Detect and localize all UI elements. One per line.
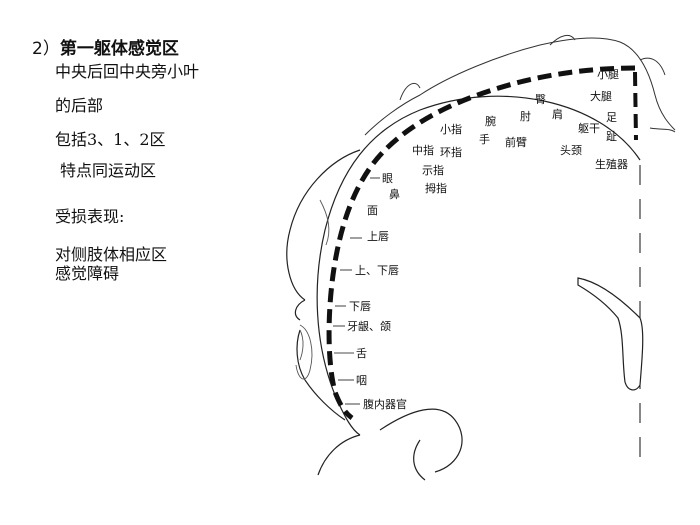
label-xiachun: 下唇 xyxy=(349,300,371,313)
leader-lines xyxy=(333,177,380,405)
label-muzhi: 拇指 xyxy=(425,181,447,195)
damage-line-1: 对侧肢体相应区 xyxy=(55,245,168,264)
label-shengzhiqi: 生殖器 xyxy=(595,157,628,171)
label-toujing: 头颈 xyxy=(560,144,582,157)
text-panel: 2）第一躯体感觉区 中央后回中央旁小叶 的后部 包括3、1、2区 特点同运动区 … xyxy=(0,0,280,525)
location-line-1: 中央后回中央旁小叶 xyxy=(55,62,200,81)
label-mian: 面 xyxy=(367,204,378,217)
label-datui: 大腿 xyxy=(590,89,612,103)
heading-title: 第一躯体感觉区 xyxy=(59,39,179,59)
label-yayinhe: 牙龈、颌 xyxy=(347,319,391,333)
label-she: 舌 xyxy=(356,347,367,360)
feature-line: 特点同运动区 xyxy=(60,161,157,180)
location-line-2: 的后部 xyxy=(55,96,104,115)
label-funeiqiguan: 腹内器官 xyxy=(363,397,407,411)
label-zu: 足 xyxy=(606,111,617,124)
label-shangxiachun: 上、下唇 xyxy=(355,264,399,277)
homunculus-figure xyxy=(364,34,676,136)
label-shizhi: 示指 xyxy=(422,163,444,177)
label-zhou: 肘 xyxy=(520,109,531,123)
homunculus-diagram: 小腿 大腿 足 趾 生殖器 臀 肩 躯干 头颈 肘 前臂 腕 手 小指 环指 中… xyxy=(286,34,676,481)
label-qugan: 躯干 xyxy=(578,122,600,135)
label-yan-throat: 咽 xyxy=(356,374,367,387)
lateral-ventricle xyxy=(577,277,644,391)
label-zhi: 趾 xyxy=(606,129,617,143)
areas-line: 包括3、1、2区 xyxy=(55,130,166,149)
cortical-strip-dashed xyxy=(326,65,636,421)
label-xiaotui: 小腿 xyxy=(597,68,619,81)
temporal-lobe-detail xyxy=(295,199,330,380)
right-stripe xyxy=(633,71,638,141)
label-huanzhi: 环指 xyxy=(440,145,462,159)
label-tun: 臀 xyxy=(535,93,546,106)
label-yan: 眼 xyxy=(382,172,393,185)
damage-line-2: 感觉障碍 xyxy=(55,264,120,283)
heading-number: 2） xyxy=(32,39,60,59)
label-shou: 手 xyxy=(479,132,490,146)
label-jian: 肩 xyxy=(552,107,563,121)
section-heading: 2）第一躯体感觉区 xyxy=(32,34,179,59)
label-bi: 鼻 xyxy=(389,187,400,201)
label-zhongzhi: 中指 xyxy=(412,143,434,157)
label-xiaozhi: 小指 xyxy=(440,122,462,136)
label-qianbi: 前臂 xyxy=(505,135,527,149)
label-shangchun: 上唇 xyxy=(367,230,389,243)
label-wan: 腕 xyxy=(485,114,496,128)
damage-title: 受损表现: xyxy=(55,207,125,226)
